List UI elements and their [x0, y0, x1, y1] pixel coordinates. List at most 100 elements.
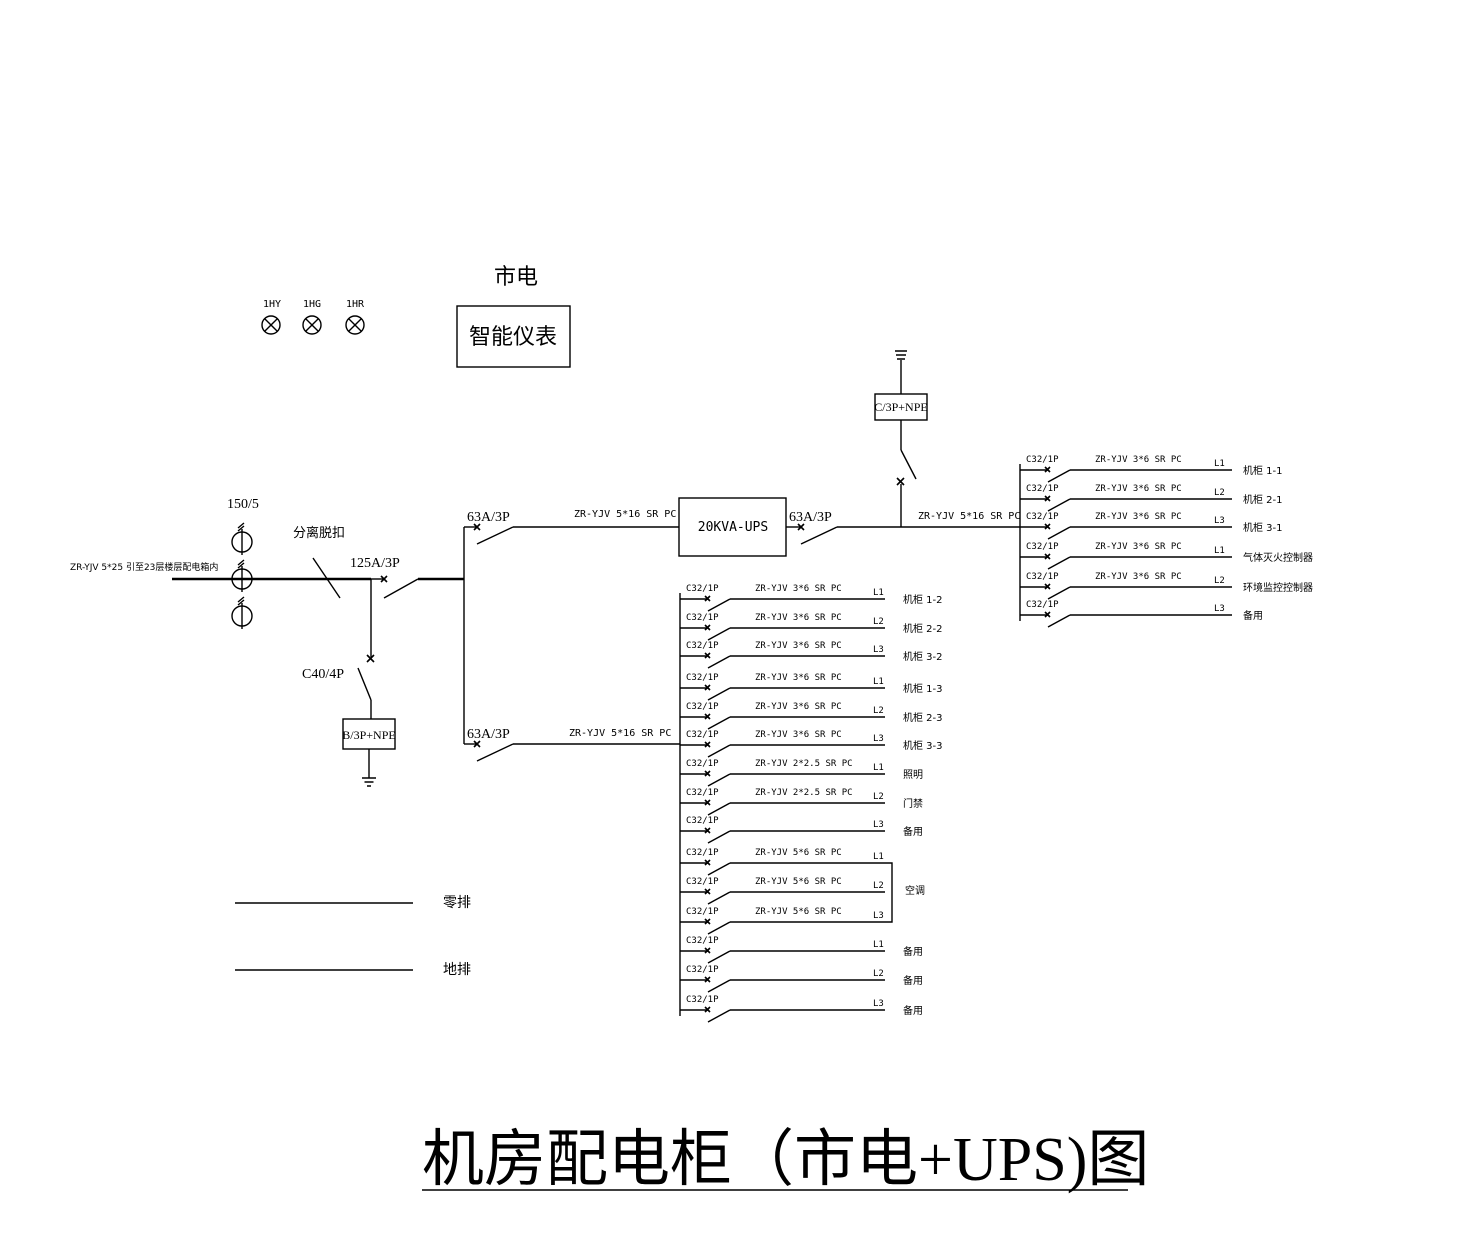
branch-breaker-label: C32/1P — [686, 965, 719, 975]
branch-load-label: 机柜 2-3 — [903, 711, 943, 724]
feeder-bottom-breaker-blade — [476, 743, 514, 762]
ct-icon — [231, 522, 253, 555]
branch-cable-label: ZR-YJV 3*6 SR PC — [1095, 572, 1182, 582]
branch-breaker-label: C32/1P — [1026, 572, 1059, 582]
branch-cable-label: ZR-YJV 3*6 SR PC — [1095, 484, 1182, 494]
breaker-cross-icon — [704, 976, 711, 983]
breaker-cross-icon — [704, 770, 711, 777]
branch-cable-label: ZR-YJV 3*6 SR PC — [1095, 512, 1182, 522]
branch-breaker-label: C32/1P — [1026, 542, 1059, 552]
branch-phase-label: L3 — [873, 999, 884, 1009]
branch-load-label: 机柜 1-3 — [903, 682, 943, 695]
branch-phase-label: L2 — [873, 617, 884, 627]
branch-breaker-blade — [707, 773, 731, 787]
branch-breaker-label: C32/1P — [686, 877, 719, 887]
breaker-cross-icon — [1044, 583, 1051, 590]
feeder-bottom-cable-label: ZR-YJV 5*16 SR PC — [569, 728, 671, 739]
breaker-cross-icon — [704, 684, 711, 691]
branch-breaker-blade — [1047, 498, 1071, 512]
branch-load-label: 备用 — [903, 974, 923, 987]
branch-breaker-label: C32/1P — [686, 848, 719, 858]
branch-cable-label: ZR-YJV 5*6 SR PC — [755, 848, 842, 858]
branch-phase-label: L1 — [1214, 459, 1225, 469]
branch-load-label: 备用 — [1243, 609, 1263, 622]
branch-load-label: 备用 — [903, 945, 923, 958]
branch-phase-label: L1 — [873, 940, 884, 950]
branch-phase-label: L3 — [873, 645, 884, 655]
branch-breaker-label: C32/1P — [1026, 455, 1059, 465]
lamp-icon — [261, 315, 281, 335]
feeder-top-cable-label: ZR-YJV 5*16 SR PC — [574, 509, 676, 520]
breaker-cross-icon — [1044, 466, 1051, 473]
ground-icon — [362, 777, 376, 787]
branch-breaker-label: C32/1P — [686, 702, 719, 712]
branch-breaker-blade — [707, 862, 731, 876]
branch-load-label: 门禁 — [903, 797, 923, 810]
ac-group-bracket — [885, 862, 893, 923]
branch-breaker-label: C32/1P — [686, 673, 719, 683]
branch-breaker-label: C32/1P — [686, 907, 719, 917]
smart-meter-box — [456, 305, 571, 368]
ups-label: 20KVA-UPS — [698, 520, 768, 535]
branch-breaker-blade — [707, 802, 731, 816]
branch-load-label: 机柜 1-1 — [1243, 464, 1283, 477]
branch-breaker-blade — [1047, 614, 1071, 628]
feeder-bottom-breaker-label: 63A/3P — [467, 727, 510, 742]
branch-breaker-label: C32/1P — [1026, 600, 1059, 610]
branch-breaker-label: C32/1P — [686, 936, 719, 946]
breaker-cross-icon — [1044, 611, 1051, 618]
branch-breaker-blade — [1047, 526, 1071, 540]
branch-breaker-blade — [1047, 586, 1071, 600]
branch-phase-label: L2 — [873, 792, 884, 802]
branch-breaker-blade — [707, 716, 731, 730]
lamp-label: 1HG — [303, 299, 321, 310]
ups-out-breaker-label: 63A/3P — [789, 510, 832, 525]
branch-load-label: 气体灭火控制器 — [1243, 551, 1313, 564]
branch-breaker-label: C32/1P — [686, 995, 719, 1005]
branch-breaker-blade — [707, 598, 731, 612]
breaker-cross-icon — [1044, 523, 1051, 530]
branch-cable-label: ZR-YJV 3*6 SR PC — [755, 673, 842, 683]
branch-phase-label: L1 — [873, 677, 884, 687]
branch-phase-label: L2 — [873, 969, 884, 979]
lamp-icon — [345, 315, 365, 335]
branch-breaker-blade — [707, 687, 731, 701]
branch-cable-label: ZR-YJV 2*2.5 SR PC — [755, 759, 853, 769]
branch-load-label: 机柜 3-2 — [903, 650, 943, 663]
breaker-cross-icon — [704, 652, 711, 659]
ct-icon — [231, 559, 253, 592]
incoming-cable-label: ZR-YJV 5*25 引至23层楼层配电箱内 — [70, 561, 218, 573]
branch-cable-label: ZR-YJV 3*6 SR PC — [755, 584, 842, 594]
main-breaker-blade — [383, 578, 419, 599]
breaker-cross-icon — [704, 947, 711, 954]
branch-cable-label: ZR-YJV 3*6 SR PC — [755, 613, 842, 623]
branch-phase-label: L3 — [1214, 604, 1225, 614]
branch-phase-label: L1 — [873, 763, 884, 773]
branch-breaker-blade — [707, 950, 731, 964]
branch-cable-label: ZR-YJV 2*2.5 SR PC — [755, 788, 853, 798]
ups-out-breaker-blade — [800, 526, 838, 545]
branch-breaker-blade — [707, 891, 731, 905]
branch-breaker-blade — [707, 921, 731, 935]
breaker-cross-icon — [380, 575, 388, 583]
branch-breaker-label: C32/1P — [686, 816, 719, 826]
lamp-label: 1HR — [346, 299, 365, 310]
ct-icon — [231, 596, 253, 629]
branch-phase-label: L3 — [1214, 516, 1225, 526]
breaker-cross-icon — [704, 827, 711, 834]
branch-phase-label: L2 — [1214, 576, 1225, 586]
branch-breaker-label: C32/1P — [686, 613, 719, 623]
feeder-top-breaker-blade — [476, 526, 514, 545]
branch-breaker-blade — [707, 830, 731, 844]
lamp-label: 1HY — [263, 299, 281, 310]
breaker-cross-icon — [704, 595, 711, 602]
branch-phase-label: L3 — [873, 911, 884, 921]
branch-breaker-blade — [707, 627, 731, 641]
breaker-cross-icon — [797, 523, 805, 531]
branch-load-label: 机柜 3-1 — [1243, 521, 1283, 534]
branch-phase-label: L3 — [873, 734, 884, 744]
branch-breaker-blade — [1047, 469, 1071, 483]
